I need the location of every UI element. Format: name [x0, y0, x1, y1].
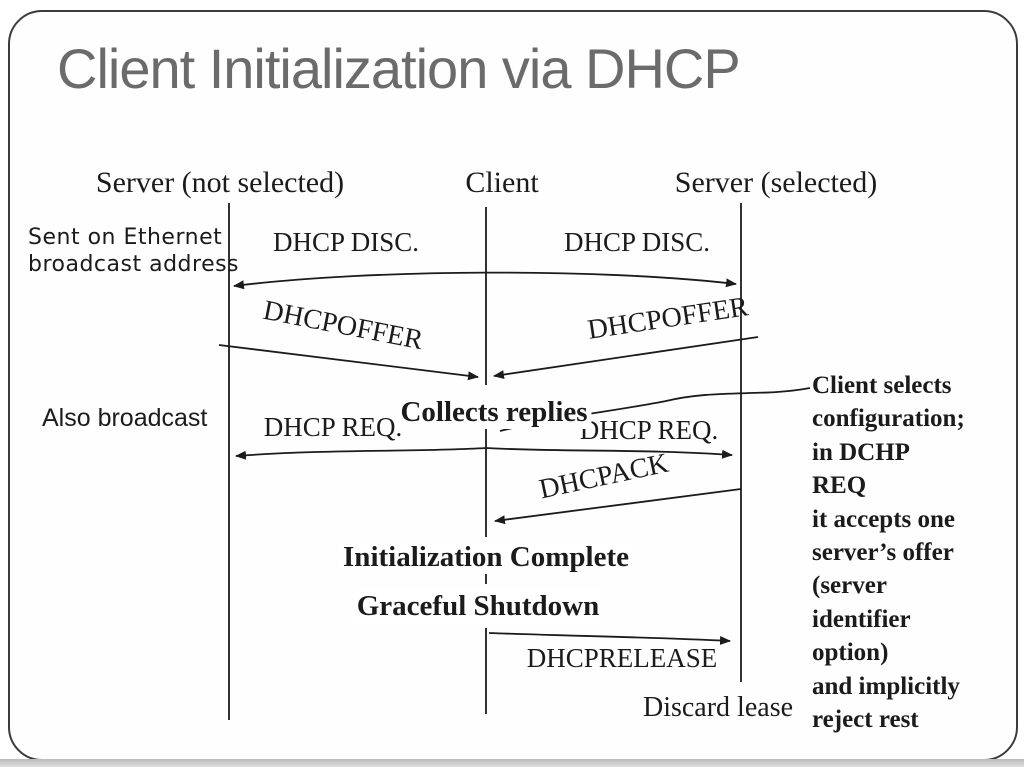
- column-header-server-selected: Server (selected): [674, 166, 878, 199]
- annotation-client-selects: Client selects configuration; in DCHP RE…: [812, 372, 965, 734]
- bottom-strip: [0, 759, 1024, 767]
- slide-border-frame: [8, 10, 1018, 761]
- message-label-dhcp-req-left: DHCP REQ.: [263, 412, 403, 442]
- arrow-dhcp-request-right: [485, 447, 733, 459]
- note-sent-on-ethernet: Sent on Ethernet broadcast address: [28, 225, 240, 277]
- page-title: Client Initialization via DHCP: [57, 37, 741, 100]
- note-also-broadcast: Also broadcast: [42, 404, 208, 432]
- state-graceful-shutdown: Graceful Shutdown: [352, 590, 604, 623]
- arrow-dhcpoffer-from-left-server: [218, 344, 479, 381]
- arrow-dhcprelease: [488, 632, 731, 645]
- column-header-client: Client: [465, 166, 539, 199]
- arrow-dhcpoffer-from-right-server: [493, 336, 759, 379]
- column-header-server-not-selected: Server (not selected): [95, 166, 345, 199]
- arrow-dhcpack: [494, 488, 742, 525]
- note-discard-lease: Discard lease: [642, 692, 794, 723]
- message-label-dhcprelease: DHCPRELEASE: [526, 643, 718, 673]
- arrow-dhcp-request-left: [235, 447, 487, 460]
- arrow-dhcp-discover-broadcast: [233, 271, 737, 290]
- message-label-dhcp-disc-left: DHCP DISC.: [272, 227, 420, 257]
- message-label-dhcp-disc-right: DHCP DISC.: [563, 227, 711, 257]
- message-label-dhcp-req-right: DHCP REQ.: [579, 415, 719, 445]
- state-collects-replies: Collects replies: [396, 396, 592, 429]
- state-initialization-complete: Initialization Complete: [339, 541, 633, 574]
